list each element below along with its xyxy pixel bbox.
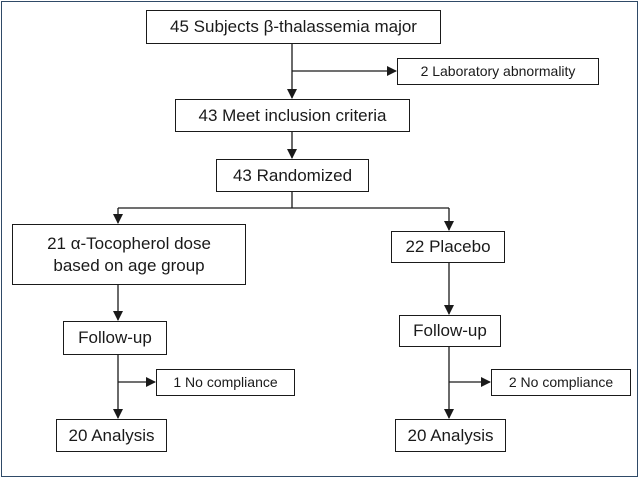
tocopherol-allocation-box: 21 α-Tocopherol dose based on age group (12, 224, 246, 285)
placebo-followup-box: Follow-up (399, 315, 501, 347)
tocopherol-followup-box: Follow-up (63, 321, 167, 355)
randomized-box: 43 Randomized (216, 159, 369, 192)
inclusion-box: 43 Meet inclusion criteria (175, 99, 410, 132)
randomized-text: 43 Randomized (232, 165, 353, 185)
tocopherol-allocation-line2: based on age group (53, 255, 205, 275)
tocopherol-nocompliance-box: 1 No compliance (156, 369, 295, 396)
placebo-nocompliance-text: 2 No compliance (508, 373, 614, 390)
placebo-analysis-text: 20 Analysis (407, 425, 494, 445)
placebo-followup-text: Follow-up (413, 321, 487, 341)
excluded-text: 2 Laboratory abnormality (420, 62, 576, 79)
tocopherol-analysis-text: 20 Analysis (68, 425, 155, 445)
inclusion-text: 43 Meet inclusion criteria (198, 105, 387, 125)
placebo-allocation-text: 22 Placebo (405, 237, 491, 257)
tocopherol-followup-text: Follow-up (78, 328, 152, 348)
placebo-analysis-box: 20 Analysis (395, 419, 506, 452)
placebo-nocompliance-box: 2 No compliance (491, 369, 631, 396)
excluded-box: 2 Laboratory abnormality (397, 58, 599, 85)
enrolled-box: 45 Subjects β-thalassemia major (146, 10, 441, 44)
tocopherol-allocation-line1: 21 α-Tocopherol dose (47, 234, 211, 254)
tocopherol-nocompliance-text: 1 No compliance (173, 373, 278, 390)
enrolled-text: 45 Subjects β-thalassemia major (170, 17, 417, 37)
placebo-allocation-box: 22 Placebo (391, 231, 505, 263)
tocopherol-analysis-box: 20 Analysis (56, 419, 167, 452)
